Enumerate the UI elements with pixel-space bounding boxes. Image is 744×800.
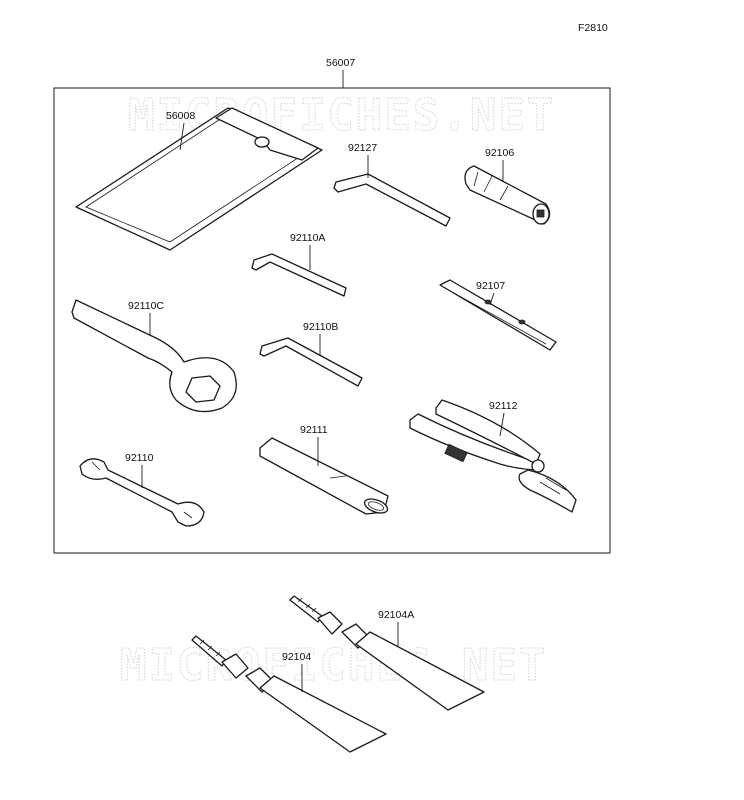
- hex-wrench-92110A: [251, 253, 347, 297]
- label-56007: 56007: [326, 57, 355, 69]
- screwdriver-92107: [439, 279, 557, 351]
- label-92104A: 92104A: [378, 609, 414, 621]
- leader-92112: [499, 412, 505, 437]
- label-92112: 92112: [489, 400, 518, 412]
- label-92127: 92127: [348, 142, 377, 154]
- leader-56008: [179, 122, 185, 151]
- grease-tube-92104: [191, 635, 387, 753]
- label-92110B: 92110B: [303, 321, 338, 333]
- label-92106: 92106: [485, 147, 514, 159]
- label-92110C: 92110C: [128, 300, 164, 312]
- ring-spanner-92110C: [71, 299, 237, 413]
- label-56008: 56008: [166, 110, 195, 122]
- tool-pouch: [75, 107, 323, 251]
- grease-tube-92104A: [289, 595, 485, 711]
- handle-92111: [259, 437, 389, 515]
- label-92104: 92104: [282, 651, 311, 663]
- label-92110A: 92110A: [290, 232, 325, 244]
- label-92111: 92111: [300, 424, 328, 436]
- spanner-92110: [79, 458, 205, 527]
- tool-kit-frame: [53, 87, 611, 554]
- label-92107: 92107: [476, 280, 505, 292]
- socket-92106: [464, 165, 551, 225]
- pliers-92112: [409, 399, 577, 513]
- hex-wrench-92127: [333, 173, 451, 227]
- leader-92107: [489, 292, 495, 306]
- hex-wrench-92110B: [259, 337, 363, 387]
- figure-code: F2810: [578, 22, 608, 34]
- watermark-bottom: MICROFICHES.NET: [120, 640, 547, 691]
- label-92110: 92110: [125, 452, 154, 464]
